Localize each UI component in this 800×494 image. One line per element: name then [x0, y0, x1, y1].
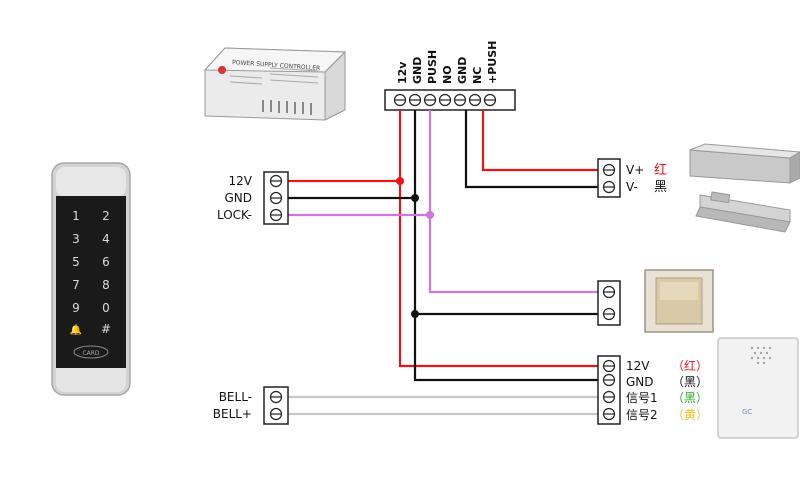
key-3[interactable]: 3	[72, 232, 80, 246]
bell-terminal-block: BELL- BELL+	[213, 386, 289, 425]
label-bell-minus: BELL-	[219, 390, 252, 404]
label-v-minus: V-	[626, 180, 638, 194]
label-bell-plus: BELL+	[213, 407, 252, 421]
doorbell-brand: GC	[742, 408, 752, 416]
button-terminal-block	[597, 280, 621, 326]
key-hash[interactable]: #	[101, 322, 111, 336]
key-8[interactable]: 8	[102, 278, 110, 292]
label-red-cn: 红	[654, 162, 667, 178]
key-5[interactable]: 5	[72, 255, 80, 269]
key-7[interactable]: 7	[72, 278, 80, 292]
doorbell-terminal-block: 12V GND 信号1 信号2 （红） （黑） （黑） （黄）	[597, 355, 708, 425]
exit-button-icon	[644, 269, 714, 333]
keypad-device: 1 2 3 4 5 6 7 8 9 0 🔔 # CARD	[51, 162, 131, 396]
terminal-label-push-plus: +PUSH	[486, 41, 499, 84]
card-reader-ring	[73, 345, 109, 359]
doorbell-icon: GC	[717, 337, 799, 439]
vent-slots	[262, 100, 312, 115]
card-label: CARD	[82, 350, 99, 357]
wire-red-12v-bell	[398, 110, 598, 368]
label-v-plus: V+	[626, 163, 644, 177]
label-bell-green: （黑）	[672, 391, 708, 405]
terminal-label-nc: NC	[471, 67, 484, 84]
wire-black-gnd-main	[413, 110, 598, 382]
junction-dot-purple	[426, 211, 434, 219]
label-12v: 12V	[229, 174, 253, 188]
junction-dot-black	[411, 194, 419, 202]
label-signal-1: 信号1	[626, 391, 658, 405]
power-supply-controller: POWER SUPPLY CONTROLLER	[203, 47, 347, 121]
bell-key-icon[interactable]: 🔔	[70, 324, 82, 336]
key-2[interactable]: 2	[102, 209, 110, 223]
key-0[interactable]: 0	[102, 301, 110, 315]
terminal-label-push: PUSH	[426, 50, 439, 84]
terminal-label-no: NO	[441, 65, 454, 84]
label-lock-minus: LOCK-	[217, 208, 252, 222]
wire-black-lock-v-minus	[464, 110, 598, 189]
label-bell-yellow: （黄）	[672, 408, 708, 422]
junction-dot-red	[396, 177, 404, 185]
label-gnd: GND	[224, 191, 252, 205]
label-bell-gnd: GND	[626, 375, 654, 389]
junction-dot-black-2	[411, 310, 419, 318]
label-bell-red: （红）	[672, 358, 708, 373]
wire-purple-push	[428, 110, 598, 294]
lock-terminal-block: V+ V- 红 黑	[597, 158, 667, 198]
key-9[interactable]: 9	[72, 301, 80, 315]
key-1[interactable]: 1	[72, 209, 80, 223]
wires	[288, 110, 598, 416]
label-bell-12v: 12V	[626, 359, 650, 373]
label-signal-2: 信号2	[626, 408, 658, 422]
terminal-label-gnd2: GND	[456, 57, 469, 84]
label-bell-black: （黑）	[672, 375, 708, 389]
bolt-lock-icon	[695, 191, 791, 233]
key-4[interactable]: 4	[102, 232, 110, 246]
terminal-label-gnd: GND	[411, 57, 424, 84]
left-terminal-block: 12V GND LOCK-	[217, 171, 289, 225]
wire-red-lock-v-plus	[481, 110, 598, 172]
label-black-cn: 黑	[654, 180, 667, 195]
terminal-label-12v: 12v	[396, 61, 409, 84]
logo-icon	[218, 66, 226, 74]
key-6[interactable]: 6	[102, 255, 110, 269]
magnetic-lock-icon	[689, 143, 800, 184]
top-terminal-block: 12v GND PUSH NO GND NC +PUSH	[384, 41, 516, 111]
